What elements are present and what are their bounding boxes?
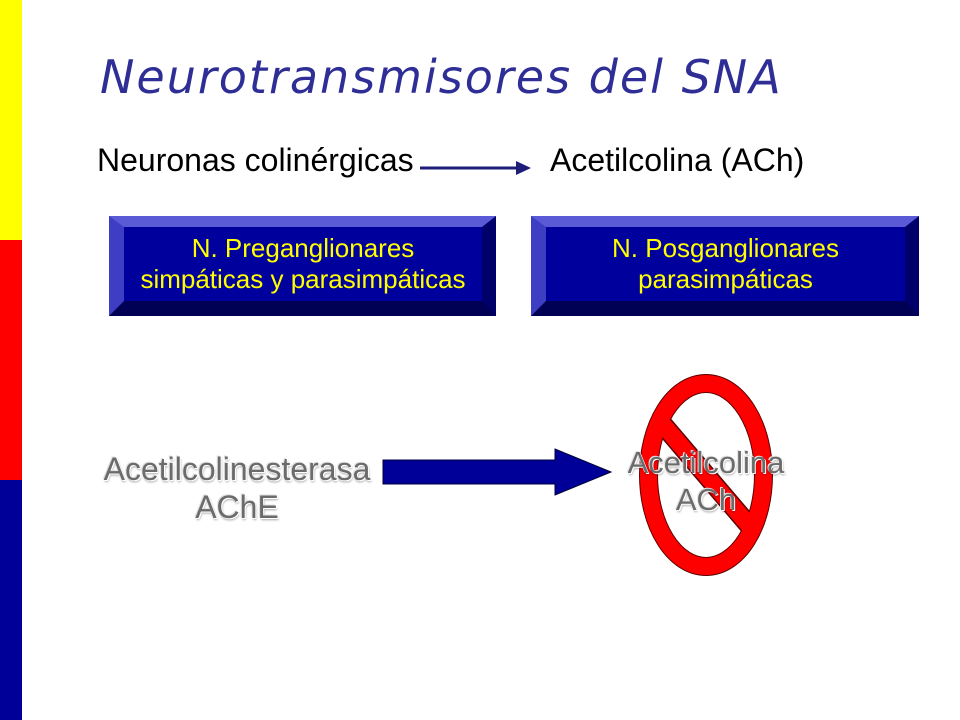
connector-arrow-head (516, 161, 531, 175)
inhibited-acetylcholine-label: Acetilcolina ACh (606, 444, 806, 518)
prohibition-sign-icon (639, 374, 773, 576)
inhibition-arrow (382, 448, 613, 496)
side-color-bar (0, 0, 22, 720)
preganglionic-neurons-box: N. Preganglionares simpáticas y parasimp… (109, 216, 496, 316)
enzyme-name: Acetilcolinesterasa (103, 451, 371, 487)
side-bar-yellow-segment (0, 0, 22, 240)
connector-arrow (420, 161, 531, 175)
target-name: Acetilcolina (627, 445, 785, 480)
side-bar-red-segment (0, 240, 22, 480)
side-bar-blue-segment (0, 480, 22, 720)
slide-title: Neurotransmisores del SNA (100, 50, 783, 104)
postganglionic-box-line-1: N. Posganglionares (612, 233, 839, 263)
prohibition-ring (640, 375, 772, 575)
target-abbreviation: ACh (675, 482, 737, 517)
cholinergic-neurons-label: Neuronas colinérgicas (97, 142, 414, 178)
prohibition-slash (644, 401, 768, 549)
preganglionic-box-line-1: N. Preganglionares (191, 233, 415, 263)
enzyme-abbreviation: AChE (195, 489, 279, 525)
postganglionic-box-line-2: parasimpáticas (638, 264, 813, 294)
acetylcholinesterase-label: Acetilcolinesterasa AChE (80, 450, 394, 526)
preganglionic-box-line-2: simpáticas y parasimpáticas (140, 264, 466, 294)
acetylcholine-label: Acetilcolina (ACh) (550, 142, 805, 178)
postganglionic-neurons-box: N. Posganglionares parasimpáticas (531, 216, 919, 316)
